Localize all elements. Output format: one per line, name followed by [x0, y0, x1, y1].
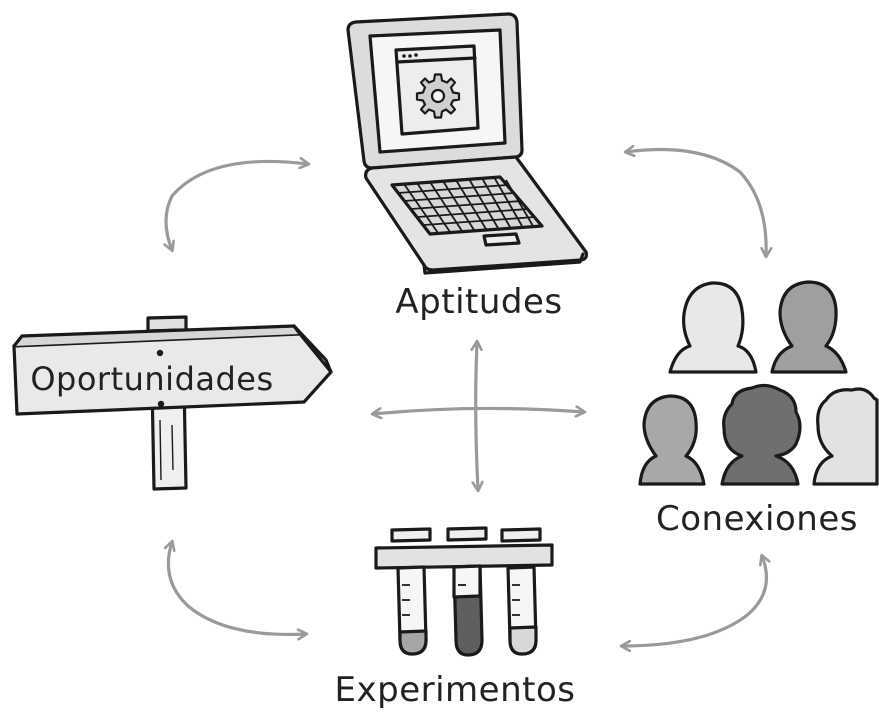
person-icon: [770, 280, 848, 374]
people-group-icon: [638, 280, 879, 486]
gear-icon: [415, 73, 461, 119]
center-vertical-arrow: [476, 342, 478, 490]
person-icon: [638, 394, 706, 486]
signpost-icon: [12, 315, 333, 491]
curved-arrow-bottom-right: [622, 556, 766, 646]
center-horizontal-arrow: [373, 408, 584, 414]
node-label-left: Oportunidades: [30, 360, 273, 398]
person-icon: [812, 387, 879, 486]
person-icon: [668, 281, 758, 374]
laptop-gear-icon: [346, 12, 589, 275]
curved-arrow-bottom-left: [168, 542, 306, 634]
person-icon: [720, 383, 802, 486]
test-tubes-icon: [374, 526, 554, 657]
curved-arrow-top-right: [626, 150, 766, 257]
node-label-right: Conexiones: [656, 499, 858, 539]
node-label-bottom: Experimentos: [335, 670, 576, 710]
node-label-top: Aptitudes: [395, 282, 562, 322]
curved-arrow-top-left: [166, 161, 308, 250]
